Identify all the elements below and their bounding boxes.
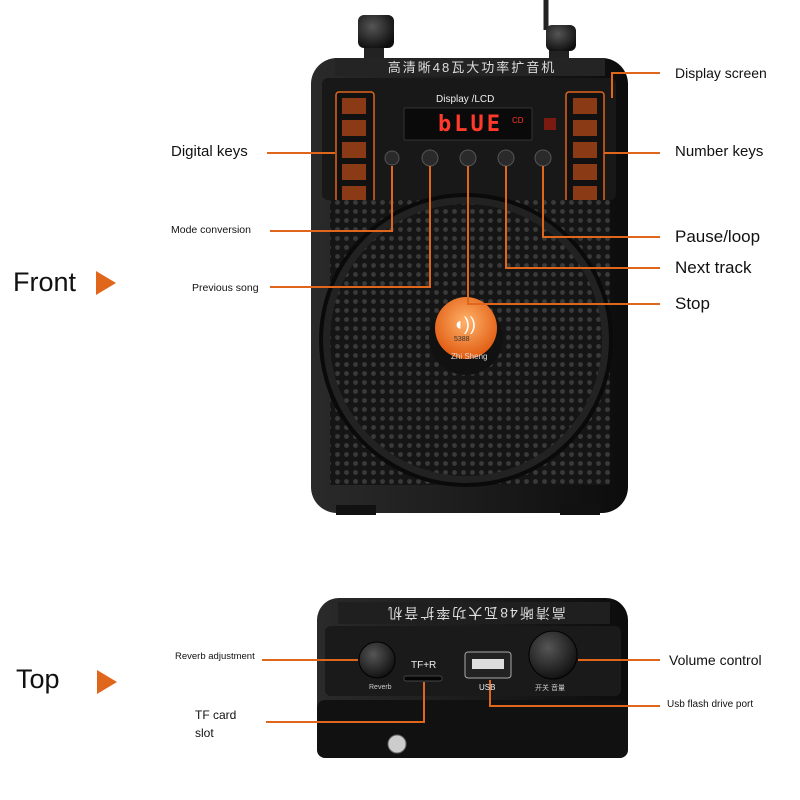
callout-previous-song: Previous song — [192, 282, 259, 294]
tf-slot — [403, 675, 443, 682]
tf-label: TF+R — [411, 660, 437, 671]
display-title: Display /LCD — [436, 94, 495, 105]
top-banner: 高清晰48瓦大功率扩音机 — [386, 605, 566, 621]
front-banner: 高清晰48瓦大功率扩音机 — [387, 60, 557, 75]
callout-lines — [262, 72, 660, 723]
callout-usb-port: Usb flash drive port — [667, 699, 754, 710]
control-buttons — [384, 149, 552, 167]
callout-digital-keys: Digital keys — [171, 143, 248, 160]
reverb-knob — [358, 641, 396, 679]
front-arrow-icon — [96, 271, 116, 295]
top-arrow-icon — [97, 670, 117, 694]
lcd-badge: CD — [512, 116, 524, 125]
callout-number-keys: Number keys — [675, 143, 764, 160]
left-knob — [358, 15, 394, 48]
volume-knob — [528, 630, 578, 680]
callout-mode-conversion: Mode conversion — [171, 224, 251, 236]
callout-display-screen: Display screen — [675, 65, 767, 81]
digital-keys-buttons — [342, 98, 366, 202]
logo-icon: ◖)) — [453, 314, 476, 334]
lcd-text: bLUE — [438, 112, 503, 137]
callout-reverb-adjustment: Reverb adjustment — [175, 651, 255, 662]
lcd-screen — [403, 107, 533, 141]
front-label: Front — [13, 267, 77, 297]
center-logo — [435, 297, 497, 359]
number-keys-buttons — [573, 98, 597, 202]
logo-brand: Zhi Sheng — [451, 352, 488, 361]
usb-label: USB — [479, 683, 496, 692]
callout-stop: Stop — [675, 294, 710, 313]
callout-next-track: Next track — [675, 258, 752, 277]
callout-volume-control: Volume control — [669, 652, 762, 668]
callout-pause-loop: Pause/loop — [675, 227, 761, 246]
callout-tf-card-slot: TF card slot — [195, 708, 237, 740]
volume-label: 开关 音量 — [535, 685, 565, 692]
top-label: Top — [16, 664, 60, 694]
reverb-label: Reverb — [369, 684, 392, 691]
logo-number: 5388 — [454, 336, 470, 343]
right-knob — [546, 25, 576, 51]
